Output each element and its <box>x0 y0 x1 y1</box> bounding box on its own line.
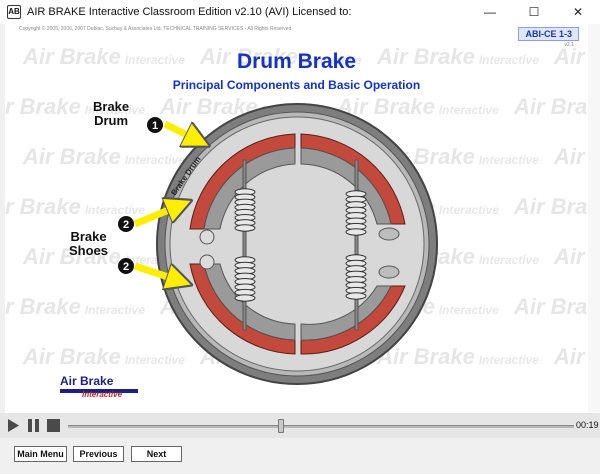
callout-2-bottom-icon: 2 <box>118 258 134 274</box>
slide-id-badge: ABI-CE 1-3 <box>518 27 579 41</box>
svg-text:2: 2 <box>123 219 129 231</box>
brake-shoes-label: Brake Shoes <box>69 229 109 258</box>
arrow-to-drum <box>163 120 201 142</box>
window-title: AIR BRAKE Interactive Classroom Edition … <box>27 6 352 18</box>
slide-subtitle: Principal Components and Basic Operation <box>172 78 421 92</box>
seek-track[interactable] <box>68 425 574 428</box>
callout-2-top-icon: 2 <box>118 216 134 232</box>
svg-text:2: 2 <box>123 261 129 273</box>
svg-text:1: 1 <box>152 120 158 132</box>
version-text: v2.1 <box>564 42 574 48</box>
adjuster-bottom <box>378 265 400 279</box>
drum-brake-diagram: Brake Drum 1 2 2 <box>118 103 438 385</box>
arrow-to-bottom-shoe <box>133 262 183 282</box>
minimize-button[interactable]: — <box>484 5 496 19</box>
seek-thumb[interactable] <box>277 419 284 433</box>
main-menu-button[interactable]: Main Menu <box>14 446 67 462</box>
maximize-button[interactable]: ☐ <box>528 5 540 19</box>
anchor-pin-bottom <box>199 254 215 270</box>
previous-button[interactable]: Previous <box>73 446 124 462</box>
play-icon[interactable] <box>6 418 21 433</box>
adjuster-top <box>378 227 400 241</box>
callout-1-icon: 1 <box>147 117 163 133</box>
elapsed-time: 00:19 <box>576 420 599 430</box>
vertical-scrollbar[interactable] <box>588 24 600 413</box>
return-springs <box>234 159 367 331</box>
stop-icon[interactable] <box>46 418 61 433</box>
slide-title: Drum Brake <box>236 50 357 73</box>
player-controls: 00:19 <box>0 413 600 438</box>
brake-shoe-bottom <box>189 263 406 355</box>
window-titlebar: AB AIR BRAKE Interactive Classroom Editi… <box>0 0 600 24</box>
close-button[interactable]: ✕ <box>572 5 584 19</box>
next-button[interactable]: Next <box>131 446 182 462</box>
arrow-to-top-shoe <box>133 204 183 228</box>
navigation-bar: Main Menu Previous Next <box>0 438 600 474</box>
anchor-pin-top <box>199 229 215 245</box>
copyright-text: Copyright © 2005, 2006, 2007 Dubiac, Suc… <box>19 26 292 32</box>
app-icon: AB <box>7 5 21 19</box>
air-brake-logo: Air Brake Interactive <box>60 374 138 399</box>
brake-drum-label: Brake Drum <box>93 99 130 128</box>
brake-shoe-top <box>189 133 406 230</box>
pause-icon[interactable] <box>26 418 41 433</box>
